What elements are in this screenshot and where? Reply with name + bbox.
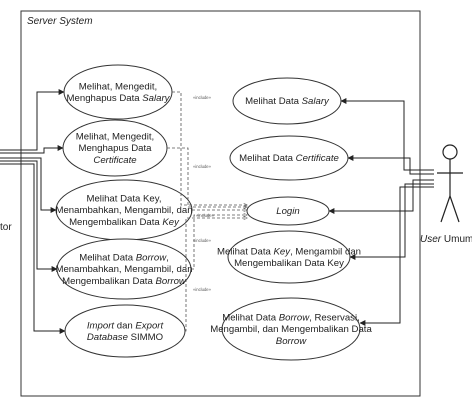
use-case-label-text: Menambahkan, Mengambil, dan bbox=[55, 264, 192, 275]
include-label-key: «include» bbox=[196, 213, 215, 218]
use-case-label-text: Borrow bbox=[155, 276, 186, 287]
use-case-salary-crud-label: Melihat, Mengedit,Menghapus Data Salary bbox=[67, 81, 171, 104]
use-case-label-text: Login bbox=[276, 206, 299, 217]
assoc-right-salary bbox=[340, 98, 434, 171]
use-case-label-text: Melihat, Mengedit, bbox=[79, 81, 157, 92]
use-case-key-manage[interactable]: Melihat Data Key,Menambahkan, Mengambil,… bbox=[55, 179, 193, 241]
use-case-label-text: Melihat, Mengedit, bbox=[76, 132, 154, 143]
include-import bbox=[185, 218, 247, 332]
use-case-label-text: Melihat Data bbox=[222, 313, 279, 324]
use-case-label-text: , bbox=[166, 253, 169, 264]
use-case-view-certificate-label: Melihat Data Certificate bbox=[239, 153, 339, 164]
use-case-label-text: Menghapus Data bbox=[78, 143, 152, 154]
assoc-right-borrow bbox=[359, 186, 434, 326]
include-relationships bbox=[167, 91, 247, 332]
system-boundary bbox=[20, 10, 421, 397]
use-case-label-text: Melihat Data bbox=[79, 253, 136, 264]
use-case-key-manage-label: Melihat Data Key,Menambahkan, Mengambil,… bbox=[55, 194, 192, 228]
use-case-label-text: , Reservasi, bbox=[309, 313, 360, 324]
use-case-label-text: Mengembalikan Data Key bbox=[234, 258, 344, 269]
assoc-left-certificate bbox=[0, 145, 64, 154]
use-case-label-text: Borrow bbox=[279, 313, 310, 324]
use-case-salary-crud[interactable]: Melihat, Mengedit,Menghapus Data Salary bbox=[63, 64, 173, 120]
use-case-label-text: Salary bbox=[302, 96, 330, 107]
include-label-salary: «include» bbox=[193, 95, 212, 100]
use-case-view-borrow-label: Melihat Data Borrow, Reservasi,Mengambil… bbox=[210, 313, 372, 347]
right-actor-associations bbox=[328, 98, 434, 326]
use-case-label-text: Borrow bbox=[136, 253, 167, 264]
use-case-borrow-manage-label: Melihat Data Borrow,Menambahkan, Mengamb… bbox=[55, 253, 192, 287]
include-certificate bbox=[167, 147, 247, 207]
assoc-left-salary bbox=[0, 89, 65, 151]
use-case-label-text: dan bbox=[114, 320, 135, 331]
use-case-label-text: Key bbox=[162, 217, 180, 228]
include-borrow bbox=[191, 215, 247, 270]
use-case-label-text: , Mengambil dan bbox=[290, 246, 361, 257]
use-case-label-text: Mengembalikan Data bbox=[62, 276, 155, 287]
use-case-label-text: Salary bbox=[142, 93, 170, 104]
assoc-right-certificate bbox=[347, 155, 434, 175]
use-case-label-text: Melihat Data bbox=[245, 96, 302, 107]
assoc-left-key bbox=[0, 157, 57, 213]
use-case-label-text: Melihat Data bbox=[239, 153, 296, 164]
use-case-login-label: Login bbox=[276, 206, 299, 217]
assoc-right-key bbox=[349, 183, 434, 260]
assoc-right-login bbox=[328, 179, 434, 214]
use-case-label-text: Key bbox=[274, 246, 292, 257]
use-case-label-text: Import bbox=[87, 320, 115, 331]
system-title: Server System bbox=[27, 16, 93, 27]
user-umum-actor-label: User Umum bbox=[420, 234, 472, 245]
include-label-certificate: «include» bbox=[193, 164, 212, 169]
use-case-label-text: Menambahkan, Mengambil, dan bbox=[55, 205, 192, 216]
use-case-label-text: Mengembalikan Data bbox=[69, 217, 162, 228]
include-label-borrow: «include» bbox=[193, 238, 212, 243]
use-case-label-text: Certificate bbox=[93, 155, 136, 166]
assoc-left-borrow bbox=[0, 160, 58, 272]
use-case-view-salary[interactable]: Melihat Data Salary bbox=[232, 77, 342, 125]
assoc-left-import bbox=[0, 163, 66, 334]
use-case-label-text: Borrow bbox=[276, 336, 307, 347]
use-case-label-text: Mengambil, dan Mengembalikan Data bbox=[210, 324, 372, 335]
user-umum-actor-figure bbox=[437, 144, 463, 223]
use-case-view-borrow[interactable]: Melihat Data Borrow, Reservasi,Mengambil… bbox=[210, 297, 372, 361]
use-case-label-text: Menghapus Data bbox=[67, 93, 143, 104]
admin-actor-label: tor bbox=[0, 222, 12, 233]
use-case-label-text: Melihat Data Key, bbox=[86, 194, 161, 205]
use-case-login[interactable]: Login bbox=[246, 196, 330, 226]
use-case-label-text: Database bbox=[87, 332, 128, 343]
use-case-view-certificate[interactable]: Melihat Data Certificate bbox=[229, 135, 349, 181]
include-salary bbox=[172, 91, 247, 205]
use-case-label-text: Melihat Data bbox=[217, 246, 274, 257]
use-case-label-text: SIMMO bbox=[128, 332, 163, 343]
left-actor-associations bbox=[0, 89, 66, 334]
use-case-borrow-manage[interactable]: Melihat Data Borrow,Menambahkan, Mengamb… bbox=[55, 238, 193, 300]
use-case-view-salary-label: Melihat Data Salary bbox=[245, 96, 330, 107]
use-case-label-text: Export bbox=[135, 320, 163, 331]
include-label-import: «include» bbox=[193, 287, 212, 292]
use-case-label-text: Certificate bbox=[296, 153, 339, 164]
